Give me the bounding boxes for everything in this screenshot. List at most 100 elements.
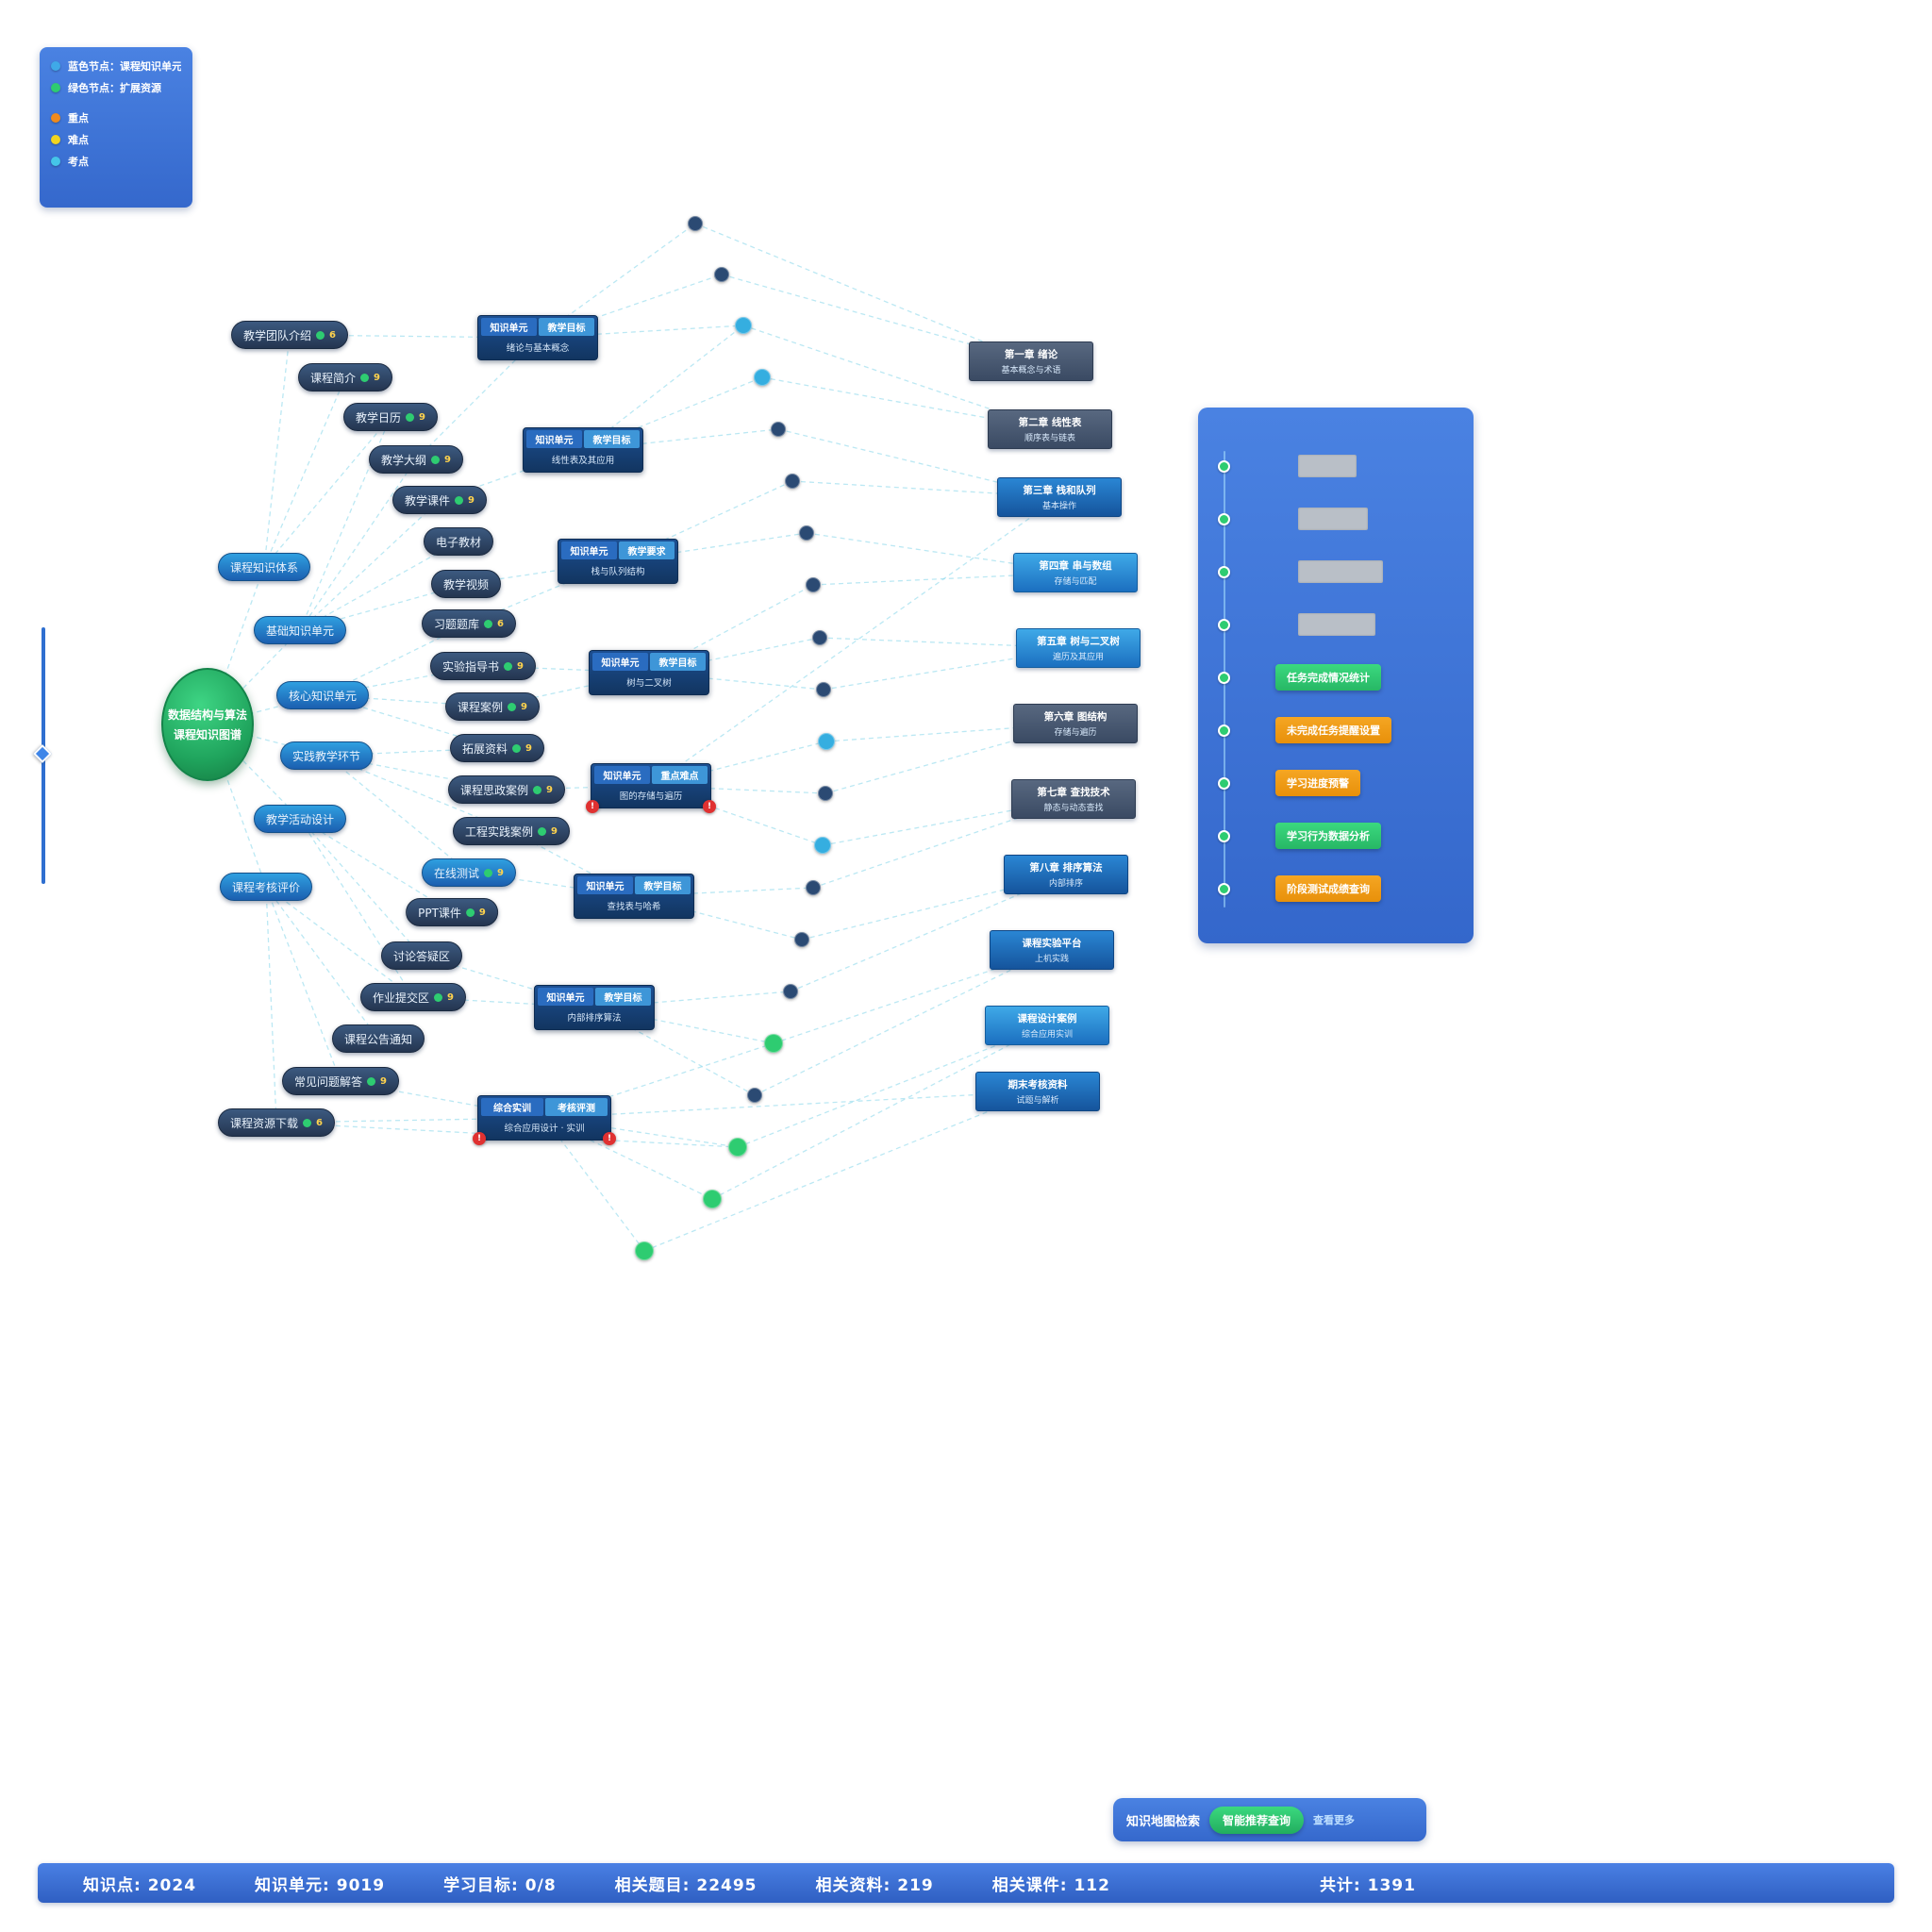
graph-node-pill[interactable]: 讨论答疑区 (380, 941, 463, 970)
graph-node-dot[interactable] (812, 630, 827, 645)
graph-node-dot[interactable] (785, 474, 800, 489)
right-panel-item[interactable]: 未完成任务提醒设置 (1198, 704, 1474, 757)
graph-node-pill[interactable]: 教学活动设计 (253, 805, 347, 833)
graph-node-unit[interactable]: 知识单元教学要求栈与队列结构 (558, 539, 678, 584)
graph-node-dot[interactable] (747, 1088, 762, 1103)
info-subtitle: 静态与动态查找 (1043, 804, 1104, 813)
right-panel-item[interactable]: 任务完成情况统计 (1198, 651, 1474, 704)
graph-node-dot[interactable] (783, 984, 798, 999)
graph-node-unit[interactable]: 知识单元教学目标线性表及其应用 (523, 427, 643, 473)
graph-node-unit[interactable]: 知识单元教学目标绪论与基本概念 (477, 315, 598, 360)
badge-count: 9 (419, 411, 425, 423)
graph-node-unit[interactable]: 知识单元重点难点图的存储与遍历!! (586, 763, 716, 813)
graph-node-pill[interactable]: 课程知识体系 (217, 553, 311, 581)
badge-count: 9 (525, 742, 532, 754)
graph-node-info[interactable]: 第三章 栈和队列基本操作 (997, 477, 1122, 517)
panel-action-button[interactable]: 任务完成情况统计 (1275, 664, 1381, 691)
alert-icon: ! (703, 800, 716, 813)
more-link[interactable]: 查看更多 (1313, 1814, 1356, 1826)
graph-node-info[interactable]: 第六章 图结构存储与遍历 (1013, 704, 1138, 743)
panel-action-button[interactable]: 阶段测试成绩查询 (1275, 875, 1381, 902)
graph-node-dot[interactable] (818, 786, 833, 801)
graph-node-pill[interactable]: 电子教材 (423, 527, 494, 556)
recommend-button[interactable]: 智能推荐查询 (1209, 1806, 1305, 1834)
pin-icon (1218, 618, 1230, 631)
graph-node-info[interactable]: 课程实验平台上机实践 (990, 930, 1114, 970)
panel-action-button[interactable]: 学习进度预警 (1275, 770, 1360, 796)
graph-node-dot[interactable] (806, 577, 821, 592)
unit-header-right: 重点难点 (652, 766, 708, 784)
badge-count: 9 (517, 660, 524, 672)
badge-count: 9 (374, 372, 380, 383)
graph-node-dot[interactable] (794, 932, 809, 947)
graph-node-info[interactable]: 第五章 树与二叉树遍历及其应用 (1016, 628, 1141, 668)
graph-node-unit[interactable]: 综合实训考核评测综合应用设计 · 实训!! (473, 1095, 616, 1145)
graph-node-dot[interactable] (735, 317, 752, 334)
graph-node-dot[interactable] (818, 733, 835, 750)
graph-node-pill[interactable]: 实践教学环节 (279, 741, 374, 770)
graph-node-dot[interactable] (714, 267, 729, 282)
graph-node-info[interactable]: 第一章 绪论基本概念与术语 (969, 341, 1093, 381)
graph-node-info[interactable]: 第八章 排序算法内部排序 (1004, 855, 1128, 894)
right-panel-list: 任务完成情况统计未完成任务提醒设置学习进度预警学习行为数据分析阶段测试成绩查询 (1198, 408, 1474, 915)
right-panel-item[interactable]: 学习进度预警 (1198, 757, 1474, 809)
panel-action-button[interactable]: 未完成任务提醒设置 (1275, 717, 1391, 743)
graph-node-pill[interactable]: 课程公告通知 (331, 1024, 425, 1053)
graph-node-dot[interactable] (728, 1138, 747, 1157)
right-panel-item[interactable]: 阶段测试成绩查询 (1198, 862, 1474, 915)
graph-node-pill[interactable]: 基础知识单元 (253, 616, 347, 644)
node-label: 课程考核评价 (231, 880, 301, 894)
graph-node-dot[interactable] (688, 216, 703, 231)
right-panel: 任务完成情况统计未完成任务提醒设置学习进度预警学习行为数据分析阶段测试成绩查询 (1198, 408, 1474, 943)
graph-edge (263, 416, 391, 568)
graph-node-dot[interactable] (764, 1034, 783, 1053)
graph-node-dot[interactable] (799, 525, 814, 541)
status-stat: 知识单元: 9019 (255, 1875, 386, 1895)
graph-root-node[interactable]: 数据结构与算法课程知识图谱 (161, 668, 254, 781)
graph-node-pill[interactable]: 核心知识单元 (275, 681, 370, 709)
info-title: 第一章 绪论 (1004, 349, 1058, 360)
graph-node-info[interactable]: 课程设计案例综合应用实训 (985, 1006, 1109, 1045)
pin-icon (1218, 459, 1230, 473)
graph-node-unit[interactable]: 知识单元教学目标内部排序算法 (534, 985, 655, 1030)
graph-node-dot[interactable] (806, 880, 821, 895)
info-title: 第三章 栈和队列 (1023, 485, 1096, 496)
graph-node-info[interactable]: 第七章 查找技术静态与动态查找 (1011, 779, 1136, 819)
graph-edge (510, 830, 635, 897)
graph-node-unit[interactable]: 知识单元教学目标查找表与哈希 (574, 874, 694, 919)
graph-node-info[interactable]: 期末考核资料试题与解析 (975, 1072, 1100, 1111)
legend-color-dot (51, 135, 60, 144)
legend-item: 蓝色节点：课程知识单元 (51, 58, 181, 74)
graph-node-pill[interactable]: 课程考核评价 (219, 873, 313, 901)
graph-node-info[interactable]: 第四章 串与数组存储与匹配 (1013, 553, 1138, 592)
graph-node-dot[interactable] (635, 1241, 654, 1260)
node-label: 课程案例 (458, 700, 504, 714)
graph-node-unit[interactable]: 知识单元教学目标树与二叉树 (589, 650, 709, 695)
graph-node-dot[interactable] (816, 682, 831, 697)
graph-node-dot[interactable] (703, 1190, 722, 1208)
graph-node-dot[interactable] (754, 369, 771, 386)
panel-action-button[interactable]: 学习行为数据分析 (1275, 823, 1381, 849)
right-panel-item[interactable]: 学习行为数据分析 (1198, 809, 1474, 862)
graph-node-pill[interactable]: 教学视频 (430, 570, 502, 598)
graph-node-dot[interactable] (771, 422, 786, 437)
graph-node-dot[interactable] (814, 837, 831, 854)
graph-node-info[interactable]: 第二章 线性表顺序表与链表 (988, 409, 1112, 449)
node-label: 在线测试 (434, 866, 480, 880)
